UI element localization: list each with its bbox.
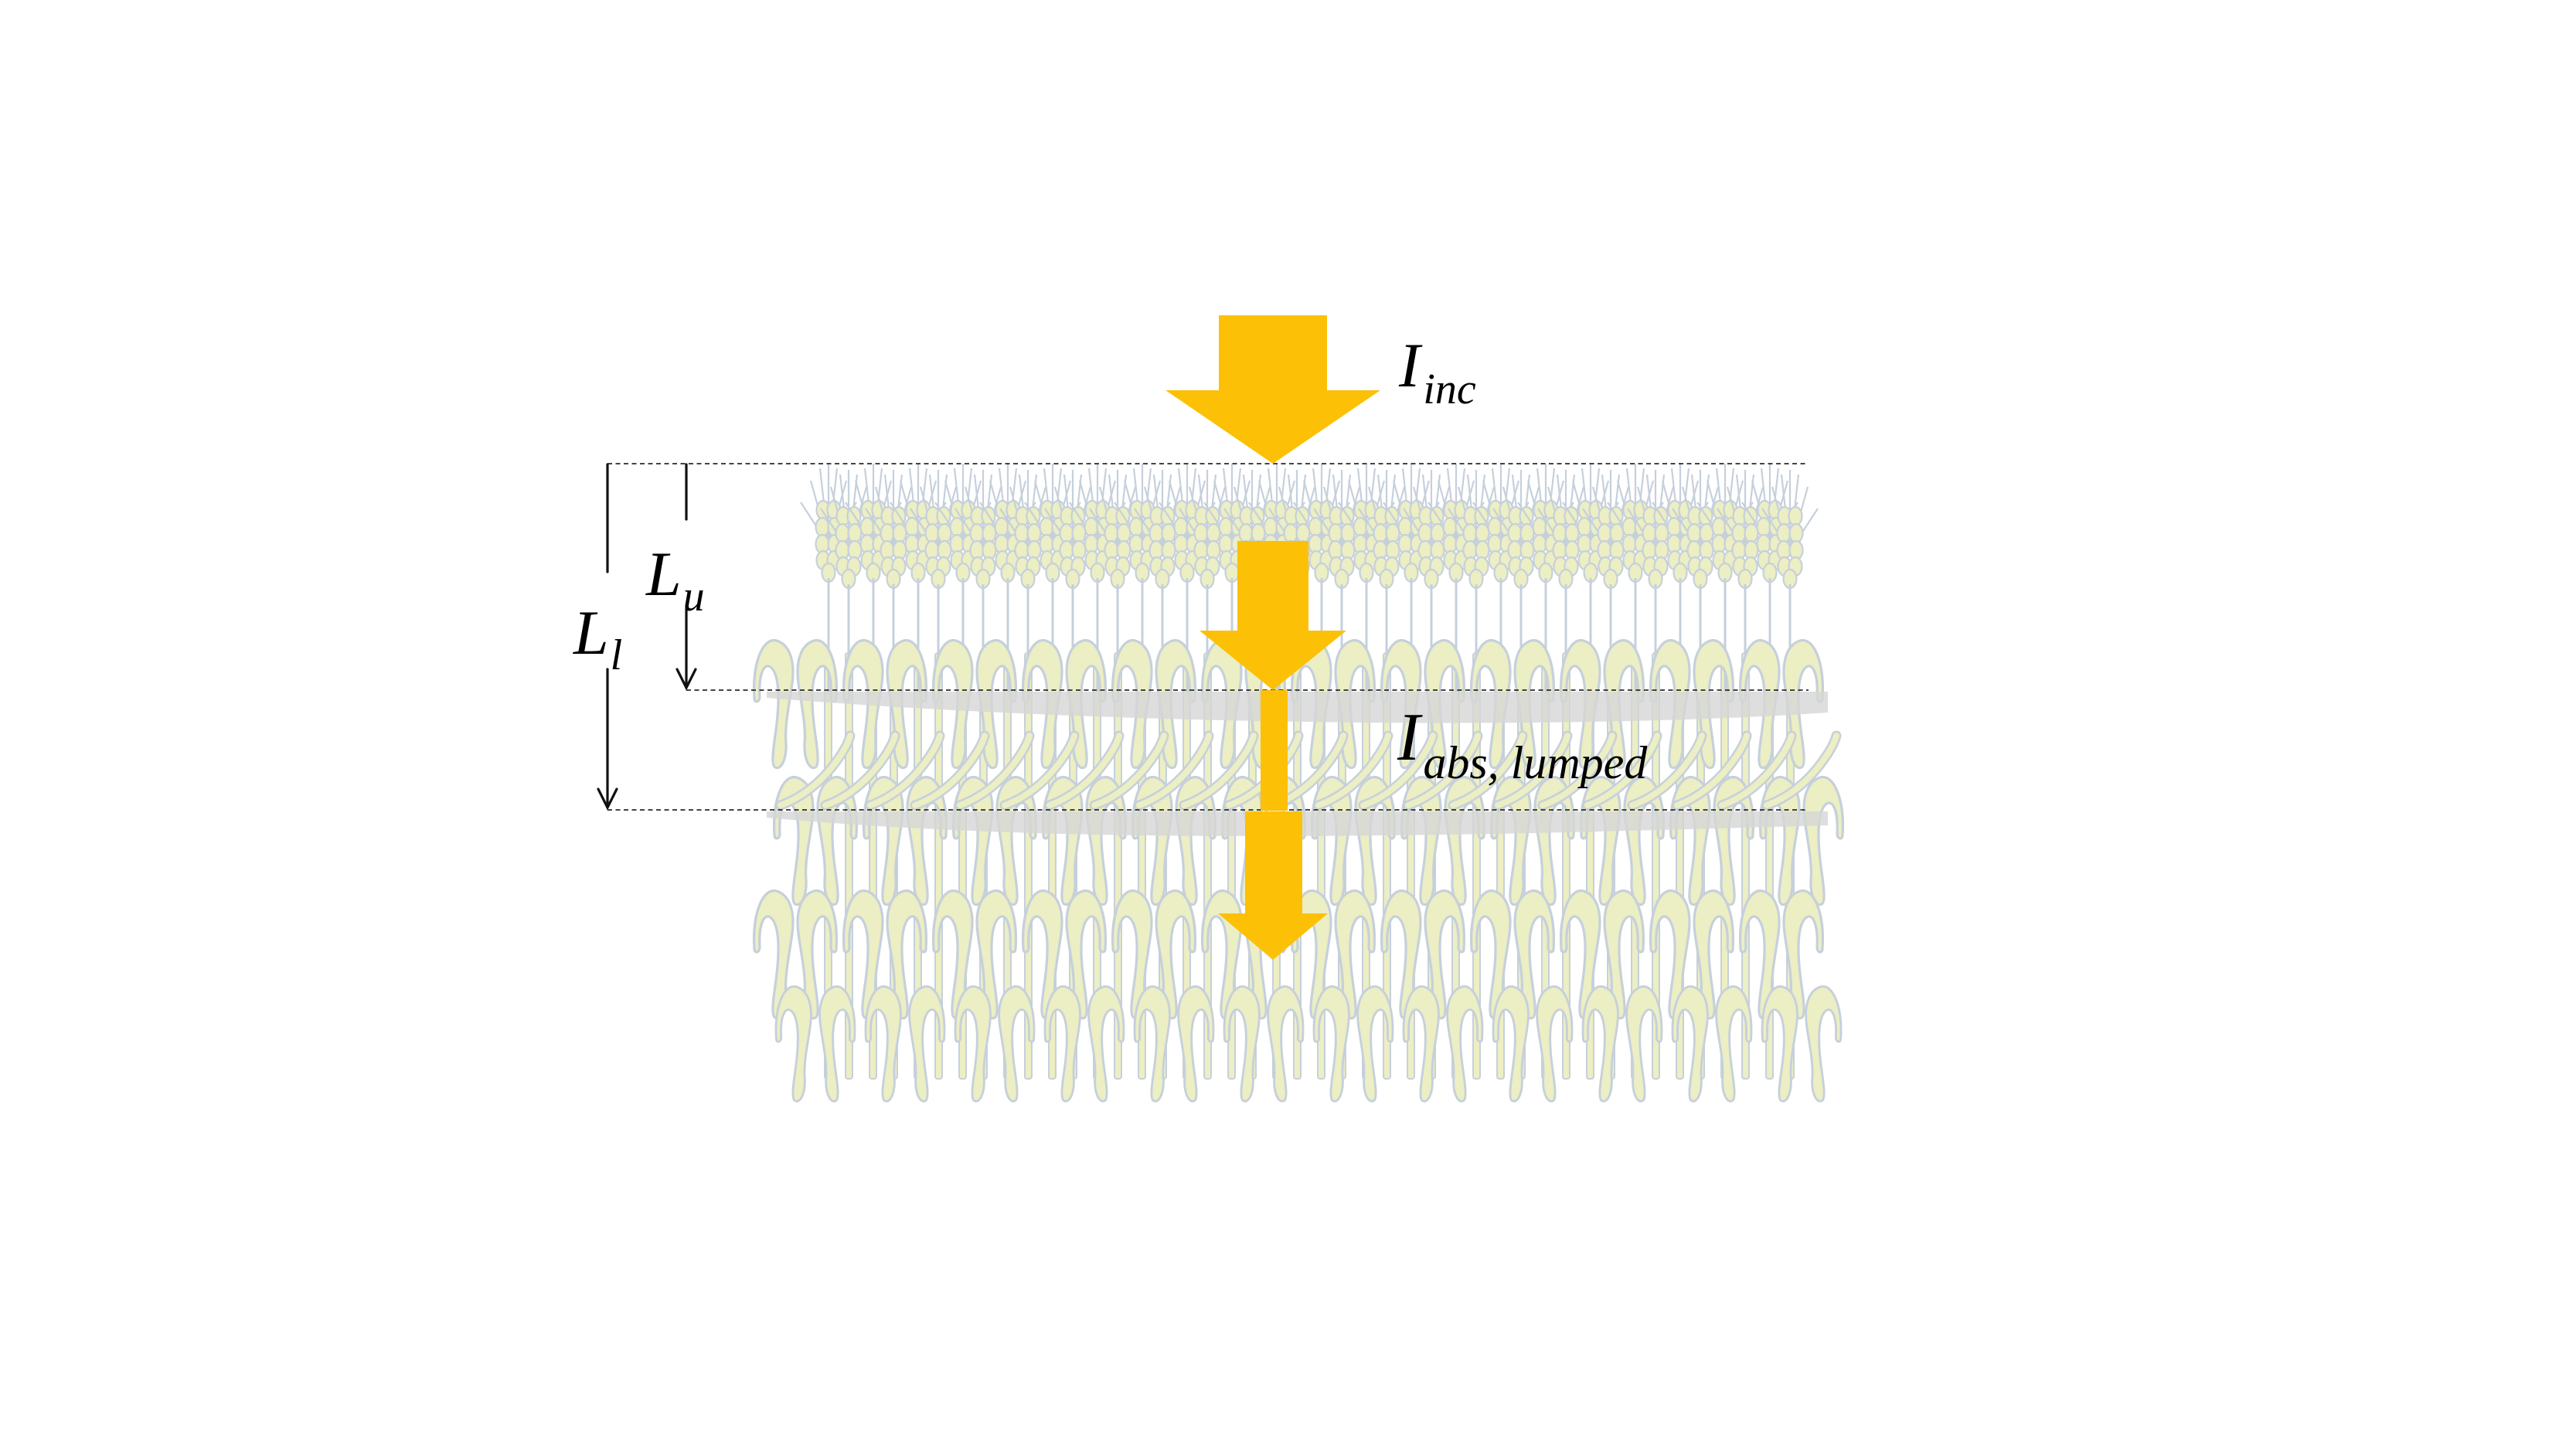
slanted-leaf-row — [775, 730, 1842, 811]
lower-transmitted-arrow — [1218, 811, 1328, 960]
wheat-head-row — [800, 464, 1819, 692]
upper-shadow-band — [767, 692, 1828, 723]
wheat-plant — [1114, 464, 1171, 692]
incident-light-arrow — [1165, 315, 1380, 464]
light-flux-arrows — [1165, 315, 1380, 960]
wheat-plant — [1044, 470, 1101, 692]
lower-depth-label: Ll — [573, 597, 622, 679]
wheat-plant — [865, 470, 922, 692]
wheat-plant — [910, 470, 967, 692]
down-arrowhead-icon — [597, 787, 618, 811]
wheat-plant — [1672, 470, 1729, 692]
wheat-plant — [1582, 470, 1639, 692]
wheat-plant — [1492, 470, 1550, 692]
absorbed-light-label: Iabs, lumped — [1397, 700, 1648, 788]
upper-depth-label: Lu — [645, 539, 705, 621]
absorbed-flux-shaft — [1261, 690, 1288, 811]
wheat-plant — [1134, 470, 1191, 692]
wheat-plant — [1403, 470, 1460, 692]
wheat-plant — [999, 470, 1057, 692]
upper-depth-dimension-line — [675, 463, 697, 691]
wheat-plant — [1024, 464, 1081, 692]
upper-layer-transmitted-arrow — [1200, 541, 1346, 690]
layer-boundary-lines — [607, 463, 1809, 811]
wheat-plant — [1448, 470, 1505, 692]
down-arrowhead-icon — [675, 668, 697, 691]
lower-depth-dimension-line — [597, 463, 618, 811]
incident-light-label: Iinc — [1398, 330, 1476, 413]
depth-dimension-lines — [597, 463, 697, 811]
crop-canopy-illustration — [752, 464, 1845, 1103]
wheat-plant — [979, 464, 1036, 692]
